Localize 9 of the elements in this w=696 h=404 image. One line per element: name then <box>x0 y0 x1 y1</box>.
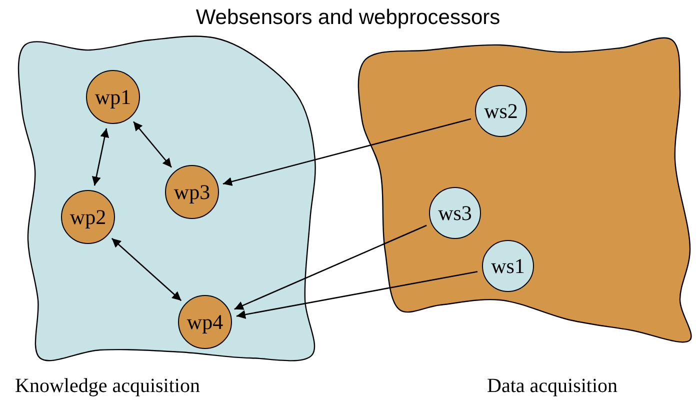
arrow <box>92 128 110 186</box>
region-caption: Data acquisition <box>487 375 618 398</box>
arrow <box>132 121 172 168</box>
diagram-title: Websensors and webprocessors <box>194 6 502 30</box>
arrow <box>234 224 427 310</box>
arrow <box>111 238 182 302</box>
region-caption: Knowledge acquisition <box>15 375 200 398</box>
arrow <box>222 118 472 186</box>
arrow <box>236 271 478 319</box>
